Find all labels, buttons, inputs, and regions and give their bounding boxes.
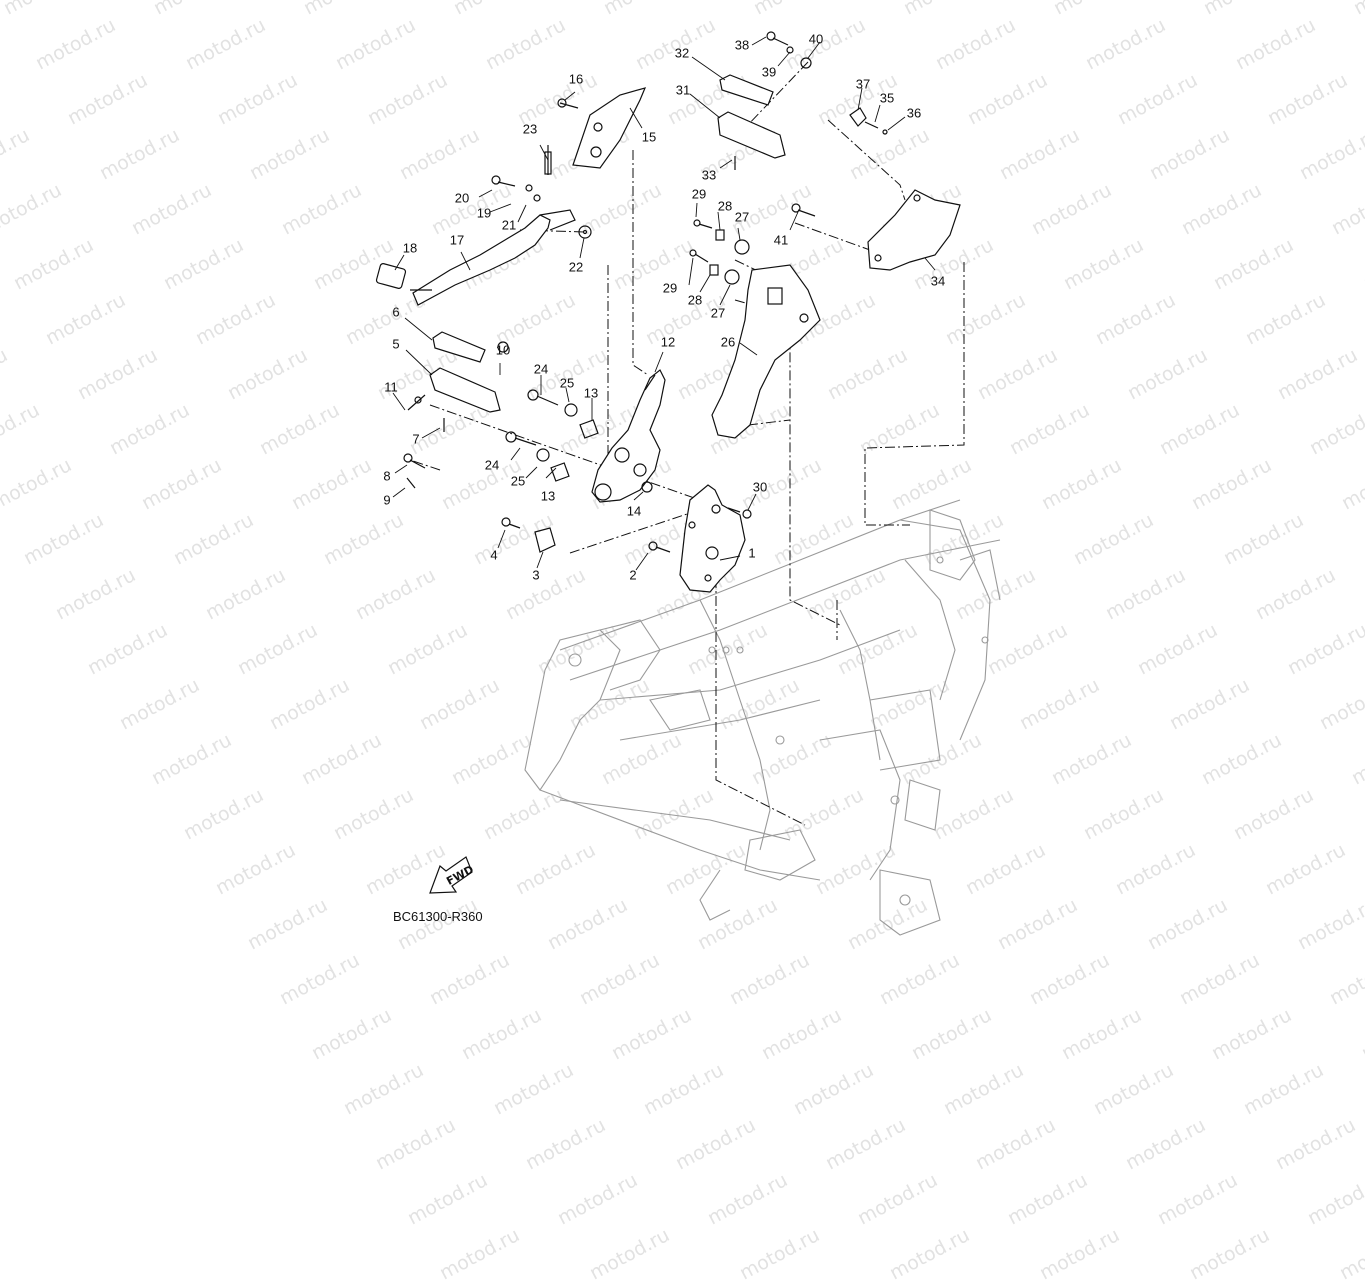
callout-1[interactable]: 1 — [748, 545, 756, 561]
callout-12[interactable]: 12 — [660, 334, 676, 350]
callout-17[interactable]: 17 — [449, 232, 465, 248]
part-32-rear-footrest-rubber — [719, 74, 774, 106]
part-34-footrest-bracket — [867, 189, 961, 271]
callout-30[interactable]: 30 — [752, 479, 768, 495]
watermark-text: motod.ru — [554, 1169, 642, 1230]
callout-34[interactable]: 34 — [930, 273, 946, 289]
part-31-rear-footrest — [717, 111, 786, 159]
watermark-text: motod.ru — [1336, 1224, 1365, 1284]
part-18-rubber — [375, 263, 407, 289]
watermark-text: motod.ru — [790, 1059, 878, 1120]
part-5-footrest — [429, 367, 501, 413]
watermark-text: motod.ru — [1240, 1059, 1328, 1120]
fwd-direction-arrow: FWD — [429, 856, 476, 894]
callout-32[interactable]: 32 — [674, 45, 690, 61]
callout-28-upper[interactable]: 28 — [717, 198, 733, 214]
watermark-text: motod.ru — [522, 1114, 610, 1175]
callout-21[interactable]: 21 — [501, 217, 517, 233]
watermark-text: motod.ru — [822, 1114, 910, 1175]
callout-20[interactable]: 20 — [454, 190, 470, 206]
callout-29-lower[interactable]: 29 — [662, 280, 678, 296]
watermark-text: motod.ru — [1090, 1059, 1178, 1120]
callout-leaders — [392, 36, 936, 571]
part-1-mounting-plate — [679, 484, 746, 593]
callout-25-upper[interactable]: 25 — [559, 375, 575, 391]
watermark-text: motod.ru — [736, 1224, 824, 1284]
assembly-leader-lines — [409, 61, 965, 826]
callout-16[interactable]: 16 — [568, 71, 584, 87]
callout-33[interactable]: 33 — [701, 167, 717, 183]
watermark-text: motod.ru — [340, 1059, 428, 1120]
diagram-code: BC61300-R360 — [393, 909, 483, 924]
callout-8[interactable]: 8 — [383, 468, 391, 484]
callout-6[interactable]: 6 — [392, 304, 400, 320]
callout-23[interactable]: 23 — [522, 121, 538, 137]
watermark-text: motod.ru — [1304, 1169, 1365, 1230]
watermark-text: motod.ru — [1036, 1224, 1124, 1284]
callout-41[interactable]: 41 — [773, 232, 789, 248]
fasteners — [403, 31, 888, 553]
part-6-footrest-rubber — [432, 331, 486, 363]
watermark-text: motod.ru — [404, 1169, 492, 1230]
callout-5[interactable]: 5 — [392, 336, 400, 352]
callout-24-upper[interactable]: 24 — [533, 361, 549, 377]
callout-13-lower[interactable]: 13 — [540, 488, 556, 504]
watermark-text: motod.ru — [854, 1169, 942, 1230]
callout-36[interactable]: 36 — [906, 105, 922, 121]
callout-9[interactable]: 9 — [383, 492, 391, 508]
callout-25-lower[interactable]: 25 — [510, 473, 526, 489]
callout-15[interactable]: 15 — [641, 129, 657, 145]
callout-2[interactable]: 2 — [629, 567, 637, 583]
callout-29-upper[interactable]: 29 — [691, 186, 707, 202]
callout-38[interactable]: 38 — [734, 37, 750, 53]
watermark-text: motod.ru — [704, 1169, 792, 1230]
part-15-heel-guard — [572, 87, 647, 169]
callout-14[interactable]: 14 — [626, 503, 642, 519]
callout-28-lower[interactable]: 28 — [687, 292, 703, 308]
callout-7[interactable]: 7 — [412, 431, 420, 447]
watermark-text: motod.ru — [1154, 1169, 1242, 1230]
watermark-text: motod.ru — [372, 1114, 460, 1175]
callout-19[interactable]: 19 — [476, 205, 492, 221]
callout-10[interactable]: 10 — [495, 342, 511, 358]
watermark-text: motod.ru — [640, 1059, 728, 1120]
callout-27-lower[interactable]: 27 — [710, 305, 726, 321]
callout-37[interactable]: 37 — [855, 76, 871, 92]
callout-13-upper[interactable]: 13 — [583, 385, 599, 401]
callout-26[interactable]: 26 — [720, 334, 736, 350]
motorcycle-frame — [524, 499, 1001, 936]
exploded-parts-diagram: FWD — [375, 31, 1001, 936]
callout-31[interactable]: 31 — [675, 82, 691, 98]
watermark-text: motod.ru — [1272, 1114, 1360, 1175]
part-26-passenger-bracket — [711, 264, 821, 439]
watermark-text: motod.ru — [1004, 1169, 1092, 1230]
watermark-text: motod.ru — [972, 1114, 1060, 1175]
watermark-text: motod.ru — [586, 1224, 674, 1284]
watermark-text: motod.ru — [886, 1224, 974, 1284]
watermark-text: motod.ru — [940, 1059, 1028, 1120]
watermark-text: motod.ru — [1186, 1224, 1274, 1284]
callout-4[interactable]: 4 — [490, 547, 498, 563]
watermark-text: motod.ru — [490, 1059, 578, 1120]
callout-24-lower[interactable]: 24 — [484, 457, 500, 473]
part-12-footrest-bracket — [591, 369, 666, 503]
callout-35[interactable]: 35 — [879, 90, 895, 106]
watermark-text: motod.ru — [672, 1114, 760, 1175]
callout-27-upper[interactable]: 27 — [734, 209, 750, 225]
callout-39[interactable]: 39 — [761, 64, 777, 80]
watermark-text: motod.ru — [1122, 1114, 1210, 1175]
watermark-text: motod.ru — [436, 1224, 524, 1284]
callout-22[interactable]: 22 — [568, 259, 584, 275]
part-17-shift-lever — [410, 209, 576, 306]
callout-18[interactable]: 18 — [402, 240, 418, 256]
callout-11[interactable]: 11 — [384, 379, 398, 395]
callout-3[interactable]: 3 — [532, 567, 540, 583]
callout-40[interactable]: 40 — [808, 31, 824, 47]
